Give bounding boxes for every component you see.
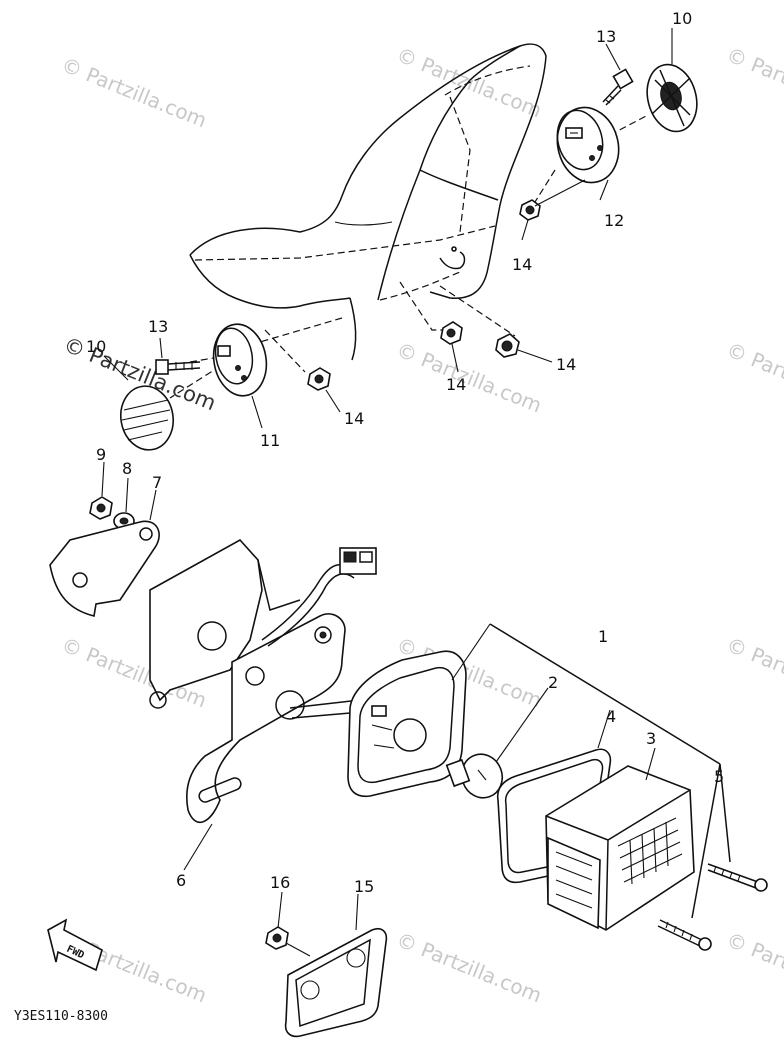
leader-lines [101,28,731,931]
watermark-5: © Partzilla.com [723,337,784,417]
callout-9: 9 [96,445,106,464]
callout-13-left: 13 [148,317,168,336]
taillight-housing [347,650,467,798]
right-reflector-assembly [519,63,698,221]
wiring-harness [261,547,377,719]
bracket-assembly [49,496,160,617]
callouts: 10 13 12 14 13 10 14 14 14 11 9 8 7 1 2 … [86,9,724,896]
watermark-8: © Partzilla.com [723,632,784,712]
callout-14-b: 14 [556,355,576,374]
lens-3 [545,765,695,931]
watermark-1: © Partzilla.com [58,52,210,132]
watermark-3: © Partzilla.com [723,42,784,122]
license-bracket-assembly [149,538,346,824]
callout-10-left: 10 [86,337,106,356]
callout-16: 16 [270,873,290,892]
bulb-2 [445,753,504,799]
callout-14-a: 14 [512,255,532,274]
screw-13-left [155,359,201,375]
reflector-bracket-11 [212,323,268,397]
callout-14-c: 14 [446,375,466,394]
reflector-bracket-12 [556,106,620,184]
nuts-14-fender [307,321,520,391]
rear-fender [189,43,547,361]
callout-12: 12 [604,211,624,230]
callout-5: 5 [714,767,724,786]
lens-grid [617,817,683,885]
callout-7: 7 [152,473,162,492]
rear-reflector-15 [265,926,388,1038]
callout-15: 15 [354,877,374,896]
callout-2: 2 [548,673,558,692]
callout-6: 6 [176,871,186,890]
bracket-7 [49,520,160,617]
left-reflector-assembly [119,323,268,451]
watermark-10: © Partzilla.com [393,927,545,1007]
screw-13-right [602,68,634,106]
callout-3: 3 [646,729,656,748]
callout-10-right: 10 [672,9,692,28]
callout-4: 4 [606,707,616,726]
watermark-11: © Partzilla.com [723,927,784,1007]
license-bracket-6 [186,613,346,824]
callout-13-right: 13 [596,27,616,46]
diagram-code: Y3ES110-8300 [14,1009,108,1024]
callout-11: 11 [260,431,280,450]
nut-14-a [519,199,541,221]
callout-8: 8 [122,459,132,478]
watermark-4: © Partzilla.com [393,337,545,417]
callout-14-d: 14 [344,409,364,428]
fwd-arrow: FWD [47,918,103,972]
screws-5 [657,863,768,951]
callout-1: 1 [598,627,608,646]
